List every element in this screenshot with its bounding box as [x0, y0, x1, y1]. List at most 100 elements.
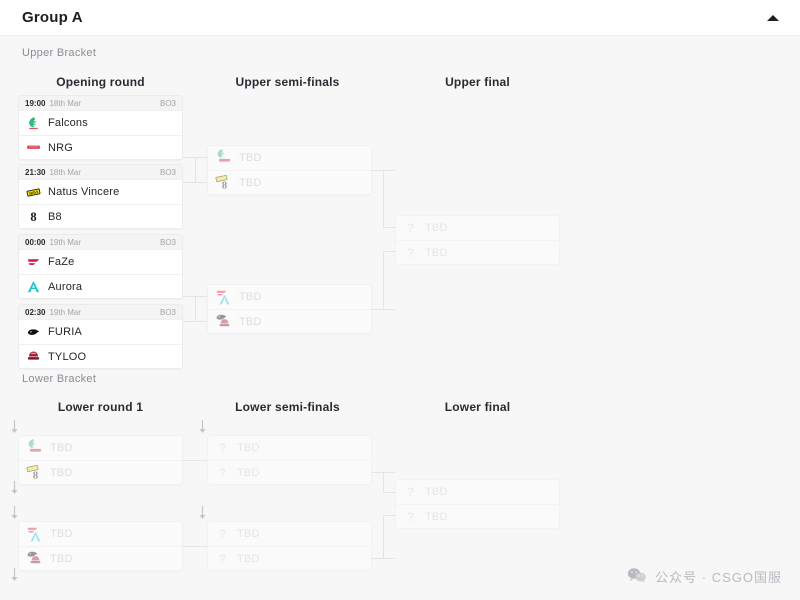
match-format: BO3 [159, 237, 176, 247]
round-title-upper-semis: Upper semi-finals [235, 75, 340, 89]
svg-text:8: 8 [33, 469, 39, 481]
team-row[interactable]: ? TBD [208, 460, 371, 484]
match-time: 21:30 [25, 167, 46, 177]
round-title-lower-final: Lower final [444, 400, 511, 414]
svg-text:8: 8 [30, 210, 36, 224]
round-title-upper-final: Upper final [445, 75, 510, 89]
match-format: BO3 [159, 98, 176, 108]
navi-logo: NAVI [26, 185, 41, 200]
team-row[interactable]: TYLOO [19, 344, 182, 368]
match-card[interactable]: ? TBD ? TBD [207, 521, 372, 571]
team-logo-stack [26, 438, 43, 457]
team-row[interactable]: 8 B8 [19, 204, 182, 228]
team-name: TBD [425, 222, 448, 234]
team-row[interactable]: Aurora [19, 274, 182, 298]
match-card[interactable]: 02:30 19th Mar BO3 FURIA TYLOO [18, 304, 183, 369]
team-row[interactable]: ? TBD [396, 480, 559, 504]
team-name: TBD [425, 510, 448, 523]
match-card[interactable]: TBD 8 TBD [18, 435, 183, 485]
drop-down-arrow-icon [10, 568, 19, 582]
team-row[interactable]: TBD [19, 436, 182, 460]
wechat-icon [627, 567, 647, 586]
team-name: FURIA [48, 326, 82, 338]
match-time: 19:00 [25, 98, 46, 108]
question-icon: ? [218, 551, 227, 566]
watermark: 公众号 · CSGO国服 [627, 567, 782, 586]
match-card[interactable]: ? TBD ? TBD [395, 479, 560, 529]
nrg-logo [29, 444, 42, 457]
match-card[interactable]: TBD TBD [207, 284, 372, 334]
team-row[interactable]: TBD [19, 522, 182, 546]
chevron-up-icon [767, 15, 779, 21]
question-icon: ? [218, 441, 227, 455]
team-row[interactable]: ? TBD [208, 522, 371, 546]
team-name: TBD [237, 528, 260, 540]
svg-text:NAVI: NAVI [29, 190, 38, 196]
connector-line [383, 227, 395, 228]
question-icon: ? [406, 245, 415, 260]
b8-logo: 8 [218, 178, 231, 191]
connector-line [371, 309, 395, 310]
connector-line [383, 472, 384, 492]
team-name: TBD [237, 442, 260, 454]
round-title-lower-semis: Lower semi-finals [235, 400, 340, 414]
team-name: Natus Vincere [48, 186, 120, 198]
team-row[interactable]: ? TBD [396, 216, 559, 240]
match-header: 21:30 18th Mar BO3 [19, 165, 182, 180]
drop-down-arrow-icon [10, 481, 19, 495]
connector-line [183, 182, 207, 183]
team-row[interactable]: TBD [208, 285, 371, 309]
team-logo-stack: 8 [215, 174, 232, 191]
team-row[interactable]: 8 TBD [19, 460, 182, 484]
team-name: TBD [50, 466, 73, 479]
match-card[interactable]: ? TBD ? TBD [395, 215, 560, 265]
b8-logo: 8 [26, 209, 41, 224]
team-name: Aurora [48, 280, 83, 293]
match-card[interactable]: TBD 8 TBD [207, 145, 372, 195]
round-title-opening: Opening round [56, 75, 145, 89]
team-name: TBD [50, 552, 73, 565]
team-row[interactable]: ? TBD [208, 436, 371, 460]
team-name: FaZe [48, 256, 75, 268]
connector-line [195, 296, 196, 321]
connector-line [383, 170, 384, 227]
match-date: 19th Mar [49, 237, 82, 247]
collapse-toggle-button[interactable] [764, 9, 782, 27]
team-row[interactable]: TBD [19, 546, 182, 570]
match-card[interactable]: 00:00 19th Mar BO3 FaZe Aurora [18, 234, 183, 299]
connector-line [183, 460, 207, 461]
faze-logo [26, 524, 39, 537]
tyloo-logo [29, 554, 42, 567]
match-card[interactable]: TBD TBD [18, 521, 183, 571]
aurora-logo [218, 293, 231, 306]
connector-line [195, 157, 196, 182]
question-icon: ? [406, 485, 415, 499]
lower-bracket-label: Lower Bracket [22, 373, 97, 385]
team-logo-stack [215, 289, 232, 306]
match-header: 02:30 19th Mar BO3 [19, 305, 182, 320]
team-row[interactable]: ? TBD [396, 504, 559, 528]
team-row[interactable]: NAVI Natus Vincere [19, 180, 182, 204]
team-name: Falcons [48, 117, 88, 129]
team-logo-stack: 8 [26, 464, 43, 481]
match-date: 18th Mar [49, 98, 82, 108]
match-format: BO3 [159, 307, 176, 317]
match-card[interactable]: ? TBD ? TBD [207, 435, 372, 485]
team-row[interactable]: 8 TBD [208, 170, 371, 194]
round-title-lower-round-1: Lower round 1 [57, 400, 144, 414]
team-row[interactable]: ? TBD [208, 546, 371, 570]
team-row[interactable]: FURIA [19, 320, 182, 344]
drop-down-arrow-icon [10, 420, 19, 434]
team-row[interactable]: Falcons [19, 111, 182, 135]
team-row[interactable]: TBD [208, 146, 371, 170]
team-row[interactable]: NRG [19, 135, 182, 159]
upper-bracket-label: Upper Bracket [22, 47, 97, 59]
match-header: 19:00 18th Mar BO3 [19, 96, 182, 111]
team-row[interactable]: TBD [208, 309, 371, 333]
match-card[interactable]: 19:00 18th Mar BO3 Falcons NRG [18, 95, 183, 160]
team-row[interactable]: FaZe [19, 250, 182, 274]
connector-line [383, 251, 384, 309]
connector-line [183, 321, 207, 322]
team-row[interactable]: ? TBD [396, 240, 559, 264]
match-card[interactable]: 21:30 18th Mar BO3 NAVI Natus Vincere 8 … [18, 164, 183, 229]
